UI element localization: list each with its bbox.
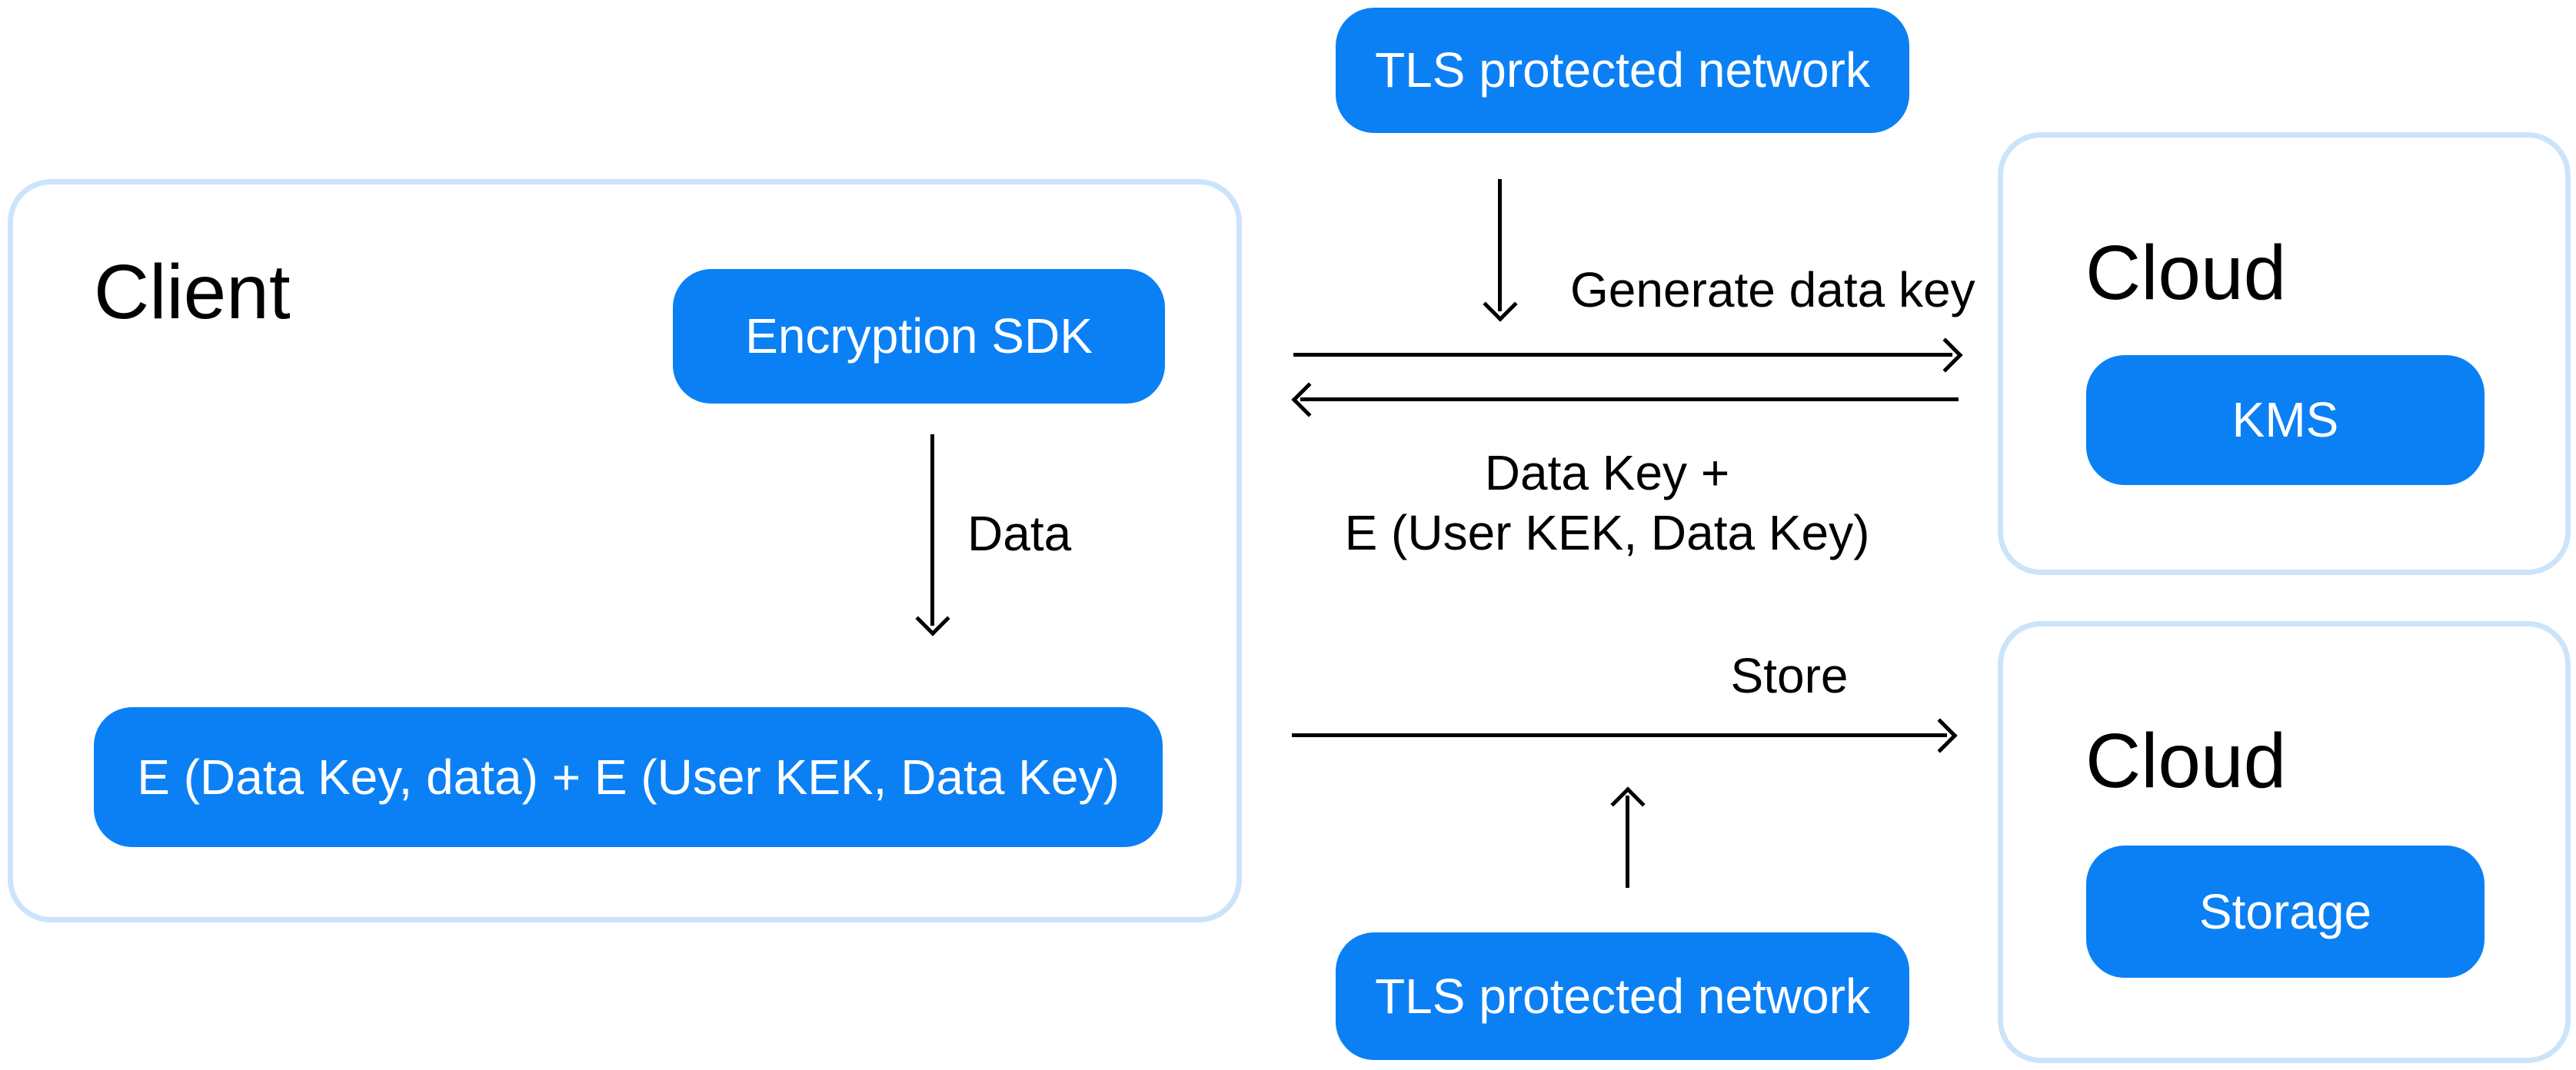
cloud-kms-title: Cloud (2085, 230, 2287, 316)
encryption-sdk-node: Encryption SDK (673, 269, 1165, 404)
encryption-sdk-label: Encryption SDK (745, 308, 1093, 364)
cloud-kms-container (1998, 132, 2571, 575)
tls-protected-network-top-node: TLS protected network (1336, 8, 1909, 133)
storage-node: Storage (2086, 846, 2484, 978)
encrypted-payload-label: E (Data Key, data) + E (User KEK, Data K… (137, 749, 1120, 805)
data-key-return-label-line2: E (User KEK, Data Key) (1344, 505, 1870, 560)
tls-top-down-arrow-head-icon (1483, 287, 1518, 322)
tls-protected-network-top-label: TLS protected network (1375, 42, 1870, 98)
store-arrow-head-icon (1922, 718, 1958, 753)
generate-data-key-label: Generate data key (1570, 262, 1975, 317)
client-container (8, 179, 1242, 922)
kms-label: KMS (2232, 392, 2339, 448)
data-key-return-arrow-shaft (1300, 397, 1959, 401)
storage-label: Storage (2198, 883, 2372, 939)
tls-bottom-up-arrow-shaft (1626, 796, 1629, 888)
encrypted-payload-node: E (Data Key, data) + E (User KEK, Data K… (94, 707, 1163, 847)
cloud-storage-title: Cloud (2085, 718, 2287, 804)
data-key-return-arrow-head-icon (1291, 382, 1326, 417)
tls-protected-network-bottom-node: TLS protected network (1336, 932, 1909, 1060)
tls-protected-network-bottom-label: TLS protected network (1375, 968, 1870, 1024)
tls-bottom-up-arrow-head-icon (1610, 786, 1646, 822)
tls-top-down-arrow-shaft (1498, 179, 1502, 311)
cloud-storage-container (1998, 621, 2571, 1063)
client-title: Client (94, 249, 291, 335)
data-key-return-label-line1: Data Key + (1484, 445, 1730, 500)
store-label: Store (1730, 648, 1849, 703)
generate-data-key-arrow-shaft (1293, 353, 1952, 357)
data-down-arrow-shaft (930, 434, 934, 626)
kms-node: KMS (2086, 355, 2484, 485)
store-arrow-shaft (1292, 733, 1947, 737)
generate-data-key-arrow-head-icon (1928, 337, 1963, 373)
data-key-return-label: Data Key + E (User KEK, Data Key) (1300, 443, 1915, 563)
data-label: Data (967, 506, 1072, 561)
